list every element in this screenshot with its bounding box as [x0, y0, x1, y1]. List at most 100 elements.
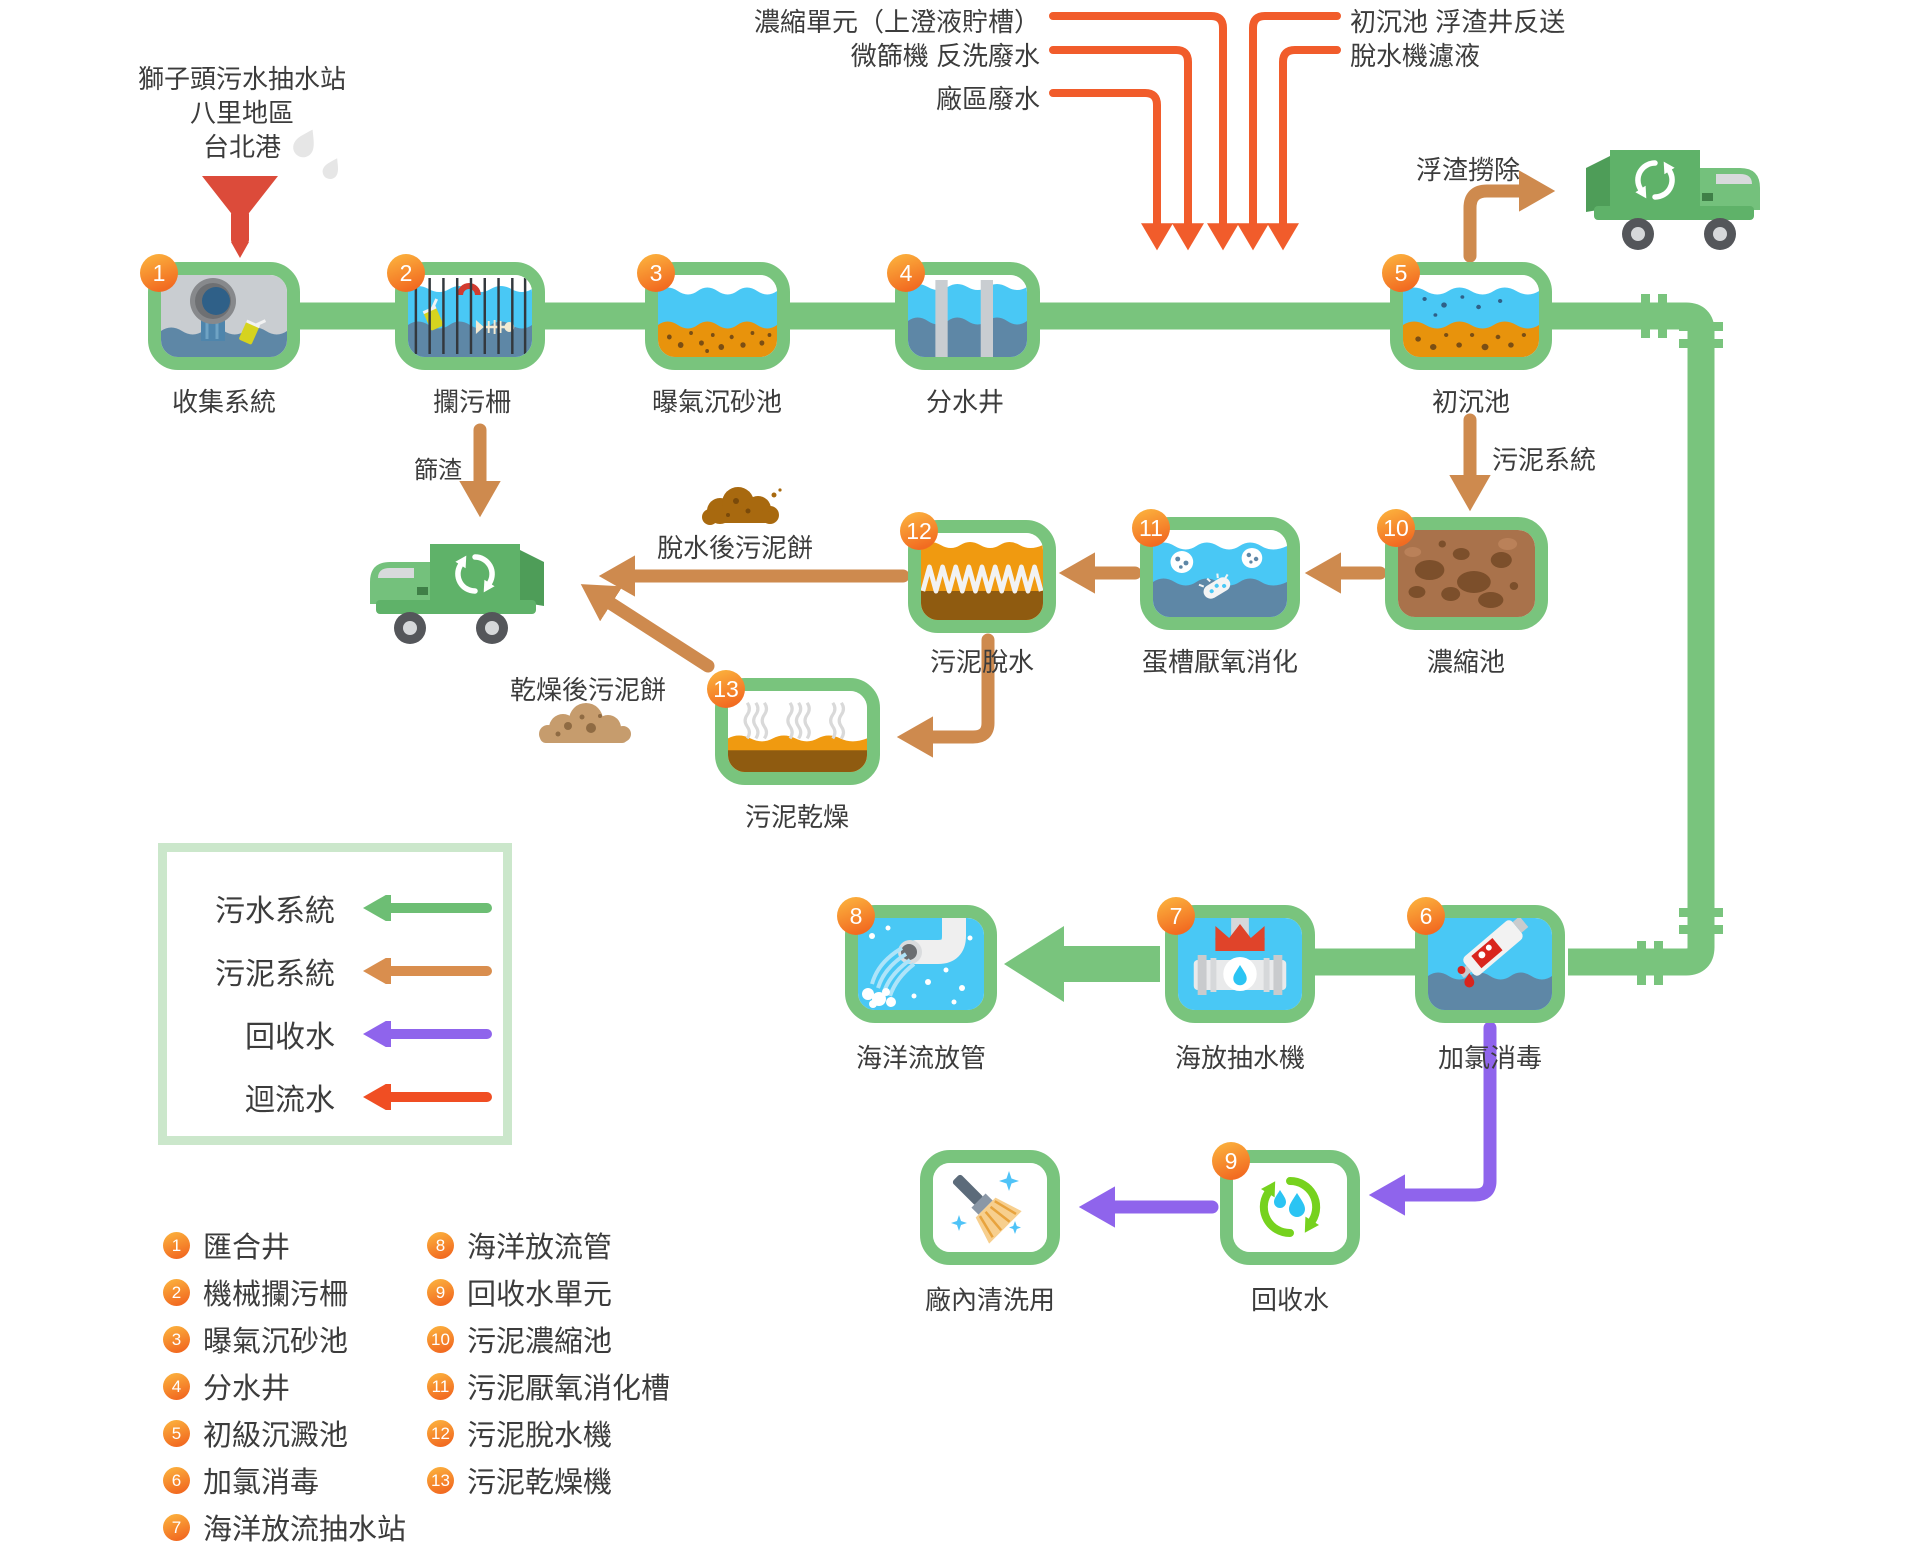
stage-box-drying [715, 678, 880, 785]
legend-arrow-recycled [363, 1021, 492, 1047]
funnel-icon [202, 176, 278, 258]
legend-label-sewage: 污水系統 [215, 895, 335, 928]
legend-label-recycled: 回收水 [245, 1021, 335, 1054]
recycled-water-icon [1233, 1163, 1347, 1252]
list-badge-13: 13 [427, 1466, 454, 1494]
primary-clarifier-icon [1403, 275, 1539, 357]
label-ocean-pump: 海放抽水機 [1174, 1043, 1306, 1073]
ocean-pump-icon [1178, 918, 1302, 1010]
source-station-text: 獅子頭污水抽水站 八里地區 台北港 [137, 64, 347, 162]
water-drops-icon [293, 129, 339, 180]
collection-icon [161, 275, 287, 357]
list-badge-10: 10 [427, 1325, 454, 1353]
list-item-3: 3 曝氣沉砂池 [163, 1322, 348, 1358]
list-item-4: 4 分水井 [163, 1369, 290, 1405]
return-label-thickener: 濃縮單元（上澄液貯槽） [753, 7, 1040, 37]
badge-3: 3 [637, 254, 675, 292]
sludge-flow-arrows [459, 170, 1556, 758]
label-ocean-outfall: 海洋流放管 [855, 1043, 987, 1073]
list-item-5: 5 初級沉澱池 [163, 1416, 348, 1452]
legend-row-sludge: 污泥系統 [167, 953, 493, 991]
legend-label-sludge: 污泥系統 [215, 958, 335, 991]
stage-box-chlorination [1415, 905, 1565, 1023]
list-label-11: 污泥厭氧消化槽 [467, 1373, 671, 1405]
dewatered-cake-icon [702, 487, 782, 525]
list-item-12: 12 污泥脫水機 [427, 1416, 612, 1452]
legend-row-recycled: 回收水 [167, 1016, 493, 1054]
list-badge-8: 8 [427, 1231, 454, 1259]
list-badge-4: 4 [163, 1372, 190, 1400]
badge-12: 12 [900, 512, 938, 550]
screenings-label: 篩渣 [414, 457, 462, 484]
return-flow-lines [1049, 12, 1341, 251]
stage-box-dewatering [908, 520, 1056, 633]
sludge-truck-icon [370, 544, 544, 644]
list-item-9: 9 回收水單元 [427, 1275, 612, 1311]
list-badge-5: 5 [163, 1419, 190, 1447]
list-badge-12: 12 [427, 1419, 454, 1447]
list-badge-7: 7 [163, 1513, 190, 1541]
list-label-3: 曝氣沉砂池 [203, 1326, 349, 1358]
list-label-1: 匯合井 [203, 1232, 291, 1264]
list-label-4: 分水井 [203, 1373, 291, 1405]
badge-10: 10 [1377, 509, 1415, 547]
legend-row-sewage: 污水系統 [167, 890, 493, 928]
dewatering-icon [921, 533, 1043, 620]
list-item-11: 11 污泥厭氧消化槽 [427, 1369, 670, 1405]
list-badge-9: 9 [427, 1278, 454, 1306]
label-grit-chamber: 曝氣沉砂池 [651, 387, 783, 417]
label-collection: 收集系統 [171, 387, 277, 417]
list-item-6: 6 加氯消毒 [163, 1463, 319, 1499]
stage-box-digester [1140, 517, 1300, 630]
list-label-9: 回收水單元 [467, 1279, 613, 1311]
legend-arrow-sludge [363, 958, 492, 984]
list-badge-6: 6 [163, 1466, 190, 1494]
sewage-arrow-to-outfall [1004, 926, 1160, 1002]
list-label-7: 海洋放流抽水站 [203, 1514, 407, 1546]
label-dewatering: 污泥脫水 [929, 647, 1035, 677]
sewage-pipe [298, 302, 1715, 976]
thickener-icon [1398, 530, 1535, 617]
legend-arrow-sewage [363, 895, 492, 921]
label-drying: 污泥乾燥 [744, 802, 850, 832]
return-label-plant-waste: 廠區廢水 [935, 84, 1040, 114]
list-label-2: 機械攔污柵 [203, 1279, 349, 1311]
legend-label-return: 迴流水 [245, 1084, 335, 1117]
badge-11: 11 [1132, 509, 1170, 547]
digester-icon [1153, 530, 1287, 617]
badge-4: 4 [887, 254, 925, 292]
label-recycled-water: 回收水 [1250, 1285, 1330, 1315]
dewatered-cake-label: 脫水後污泥餅 [656, 533, 814, 563]
legend-box: 污水系統 污泥系統 回收水 迴流水 [158, 843, 512, 1145]
stage-box-plant-cleaning [920, 1150, 1060, 1265]
return-label-filtrate: 脫水機濾液 [1350, 41, 1481, 71]
list-item-7: 7 海洋放流抽水站 [163, 1510, 406, 1546]
sludge-system-label: 污泥系統 [1492, 445, 1597, 475]
badge-6: 6 [1407, 897, 1445, 935]
dried-cake-label: 乾燥後污泥餅 [509, 675, 667, 705]
bar-screen-icon [408, 275, 532, 357]
distribution-well-icon [908, 275, 1027, 357]
badge-5: 5 [1382, 254, 1420, 292]
label-primary-clarifier: 初沉池 [1431, 387, 1511, 417]
dried-cake-icon [539, 703, 631, 743]
badge-9: 9 [1212, 1142, 1250, 1180]
list-badge-11: 11 [427, 1372, 454, 1400]
pipe-flanges [1637, 294, 1723, 985]
legend-arrow-return [363, 1084, 492, 1110]
return-label-scum-well: 初沉池 浮渣井反送 [1350, 7, 1566, 37]
badge-13: 13 [707, 670, 745, 708]
stage-box-ocean-outfall [845, 905, 997, 1023]
label-thickener: 濃縮池 [1426, 647, 1506, 677]
ocean-outfall-icon [858, 918, 984, 1010]
list-item-13: 13 污泥乾燥機 [427, 1463, 612, 1499]
list-label-6: 加氯消毒 [203, 1467, 320, 1499]
label-distribution-well: 分水井 [925, 387, 1005, 417]
legend-row-return: 迴流水 [167, 1079, 493, 1117]
list-label-8: 海洋放流管 [467, 1232, 613, 1264]
grit-chamber-icon [658, 275, 777, 357]
list-label-12: 污泥脫水機 [467, 1420, 613, 1452]
drying-icon [728, 691, 867, 772]
